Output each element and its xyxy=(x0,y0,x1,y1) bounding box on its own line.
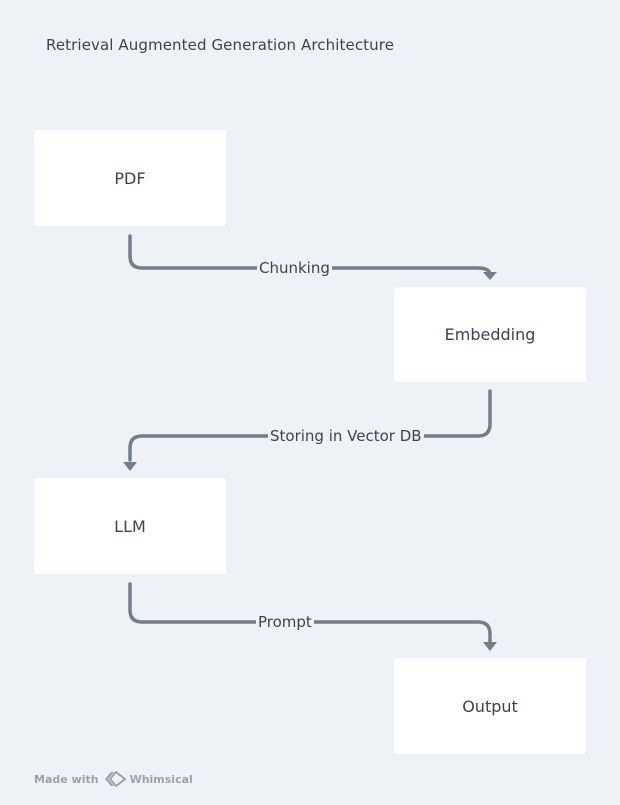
node-pdf[interactable]: PDF xyxy=(34,130,226,226)
edge-pdf-to-embedding xyxy=(128,234,492,277)
diagram-title: Retrieval Augmented Generation Architect… xyxy=(46,36,395,54)
edge-label-prompt: Prompt xyxy=(256,613,314,631)
node-embedding[interactable]: Embedding xyxy=(394,287,586,382)
made-with-footer[interactable]: Made with Whimsical xyxy=(34,771,193,787)
whimsical-brand-text: Whimsical xyxy=(129,772,193,786)
node-pdf-label: PDF xyxy=(114,168,146,188)
edge-label-chunking: Chunking xyxy=(257,259,332,277)
edge-embedding-to-llm xyxy=(128,389,492,462)
edge-label-storing: Storing in Vector DB xyxy=(268,427,424,445)
arrowhead-output xyxy=(483,642,497,651)
arrowhead-embedding xyxy=(483,272,497,280)
made-with-text: Made with xyxy=(34,772,99,786)
node-output[interactable]: Output xyxy=(394,658,586,754)
node-llm[interactable]: LLM xyxy=(34,478,226,574)
arrowhead-llm xyxy=(123,462,137,471)
whimsical-logo-icon xyxy=(104,771,126,787)
node-llm-label: LLM xyxy=(114,516,146,536)
node-embedding-label: Embedding xyxy=(444,325,536,344)
node-output-label: Output xyxy=(462,696,518,716)
